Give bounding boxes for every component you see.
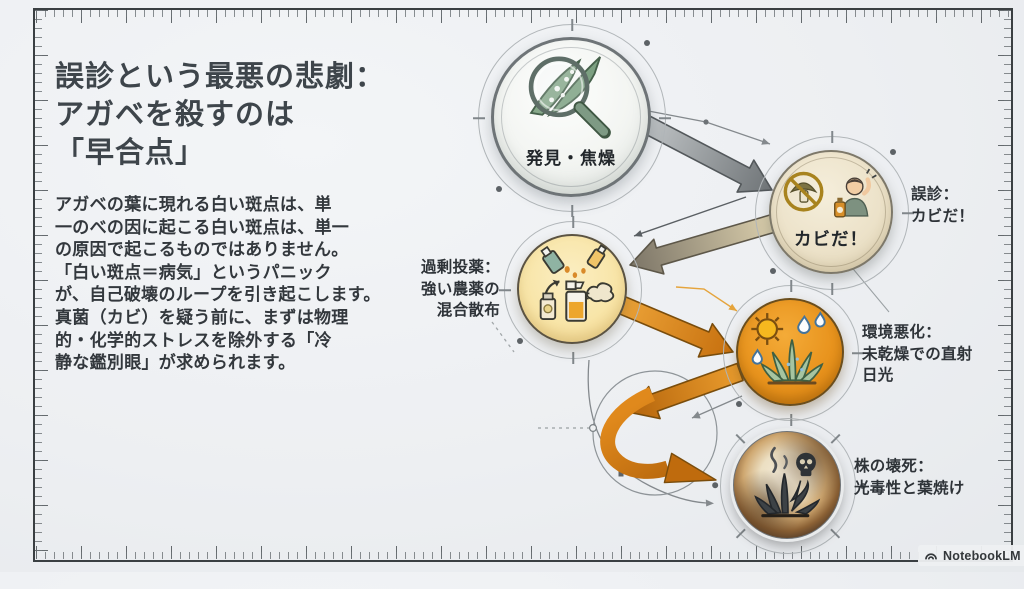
intro-line: 静な鑑別眼」が求められます。 xyxy=(55,353,296,373)
node-discovery: 発見・焦燥 xyxy=(491,37,651,197)
title-line: アガベを殺すのは xyxy=(55,99,296,131)
intro-paragraph: アガベの葉に現れる白い斑点は、単 一のべの因に起こる白い斑点は、単一 の原因で起… xyxy=(55,194,381,375)
orbit-ring-discovery xyxy=(473,19,671,217)
node-overdose xyxy=(517,234,627,344)
callout-line: 過剰投薬： xyxy=(420,259,500,276)
node-discovery-label: 発見・焦燥 xyxy=(526,149,616,168)
mixing-pesticide-spray-icon xyxy=(539,244,615,322)
magnifier-over-agave-icon xyxy=(528,56,611,139)
intro-line: の原因で起こるものではありません。 xyxy=(55,240,349,260)
callout-line: 誤診： xyxy=(911,186,959,203)
intro-line: 一のべの因に起こる白い斑点は、単一 xyxy=(55,217,350,237)
intro-line: アガベの葉に現れる白い斑点は、単 xyxy=(55,195,332,214)
node-environment xyxy=(736,298,844,406)
arrow-curve-head xyxy=(663,452,717,484)
orbit-ring-overdose xyxy=(499,216,642,364)
callout-line: 強い農薬の xyxy=(420,280,500,298)
callout-line: 株の壊死： xyxy=(854,458,934,475)
node-necrosis xyxy=(733,431,841,539)
callout-line: 日光 xyxy=(862,367,894,384)
sun-water-drops-agave-icon xyxy=(751,311,826,385)
flow-arrows xyxy=(600,109,782,484)
intro-line: 的・化学的ストレスを除外する「冷 xyxy=(55,330,332,350)
callout-environment: 環境悪化： 未乾燥での直射 日光 xyxy=(862,322,973,387)
intro-line: が、自己破壊のループを引き起こします。 xyxy=(55,285,381,305)
intro-line: 「白い斑点＝病気」というパニック xyxy=(55,262,332,282)
notebooklm-logo-icon xyxy=(925,553,937,560)
blueprint-frame xyxy=(33,8,1013,562)
intro-line: 真菌（カビ）を疑う前に、まずは物理 xyxy=(55,307,349,327)
flow-arrows-layer xyxy=(491,105,890,507)
infographic-canvas: 誤診という最悪の悲劇： アガベを殺すのは 「早合点」 アガベの葉に現れる白い斑点… xyxy=(33,8,1024,583)
burnt-agave-skull-icon xyxy=(754,446,821,518)
callout-misdiagnosis: 誤診： カビだ！ xyxy=(911,184,974,227)
arrow-curve-to-necrosis xyxy=(600,387,671,479)
title-line: 誤診という最悪の悲劇： xyxy=(55,61,386,93)
watermark-label: NotebookLM xyxy=(943,548,1021,563)
orbit-ring-misdiagnosis xyxy=(755,131,914,295)
callout-line: カビだ！ xyxy=(911,207,975,225)
orbit-ring-environment xyxy=(723,280,864,426)
callout-line: 環境悪化： xyxy=(862,324,942,341)
title-line: 「早合点」 xyxy=(55,137,206,169)
no-fungus-panicking-person-icon xyxy=(783,168,877,218)
callout-line: 光毒性と葉焼け xyxy=(854,479,965,497)
callout-line: 混合散布 xyxy=(436,302,500,319)
callout-necrosis: 株の壊死： 光毒性と葉焼け xyxy=(854,456,965,499)
notebooklm-watermark: NotebookLM xyxy=(918,545,1024,566)
callout-overdose: 過剰投薬： 強い農薬の 混合散布 xyxy=(396,257,500,322)
page-title: 誤診という最悪の悲劇： アガベを殺すのは 「早合点」 xyxy=(55,58,385,172)
node-misdiagnosis: カビだ！ xyxy=(769,150,893,274)
callout-line: 未乾燥での直射 xyxy=(862,345,973,363)
node-misdiagnosis-label: カビだ！ xyxy=(794,229,868,249)
